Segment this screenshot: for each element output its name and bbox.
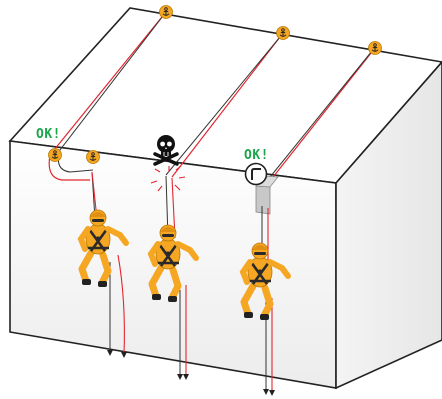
edge-protector (255, 175, 279, 215)
ok-label-left: OK! (36, 127, 61, 142)
anchor-icon (159, 5, 173, 19)
wall-ropes (91, 171, 273, 394)
skull-crossbones-icon (153, 135, 179, 166)
anchor-icon (368, 41, 382, 55)
ok-label-right: OK! (244, 148, 269, 163)
rope-ends (107, 350, 275, 396)
roof-ropes (48, 11, 376, 188)
friction-spark (150, 165, 186, 192)
side-wall (335, 60, 442, 390)
anchor-icon (48, 148, 62, 162)
anchor-icon (86, 150, 100, 164)
anchor-icon (276, 26, 290, 40)
corner-protector-icon (244, 162, 268, 186)
